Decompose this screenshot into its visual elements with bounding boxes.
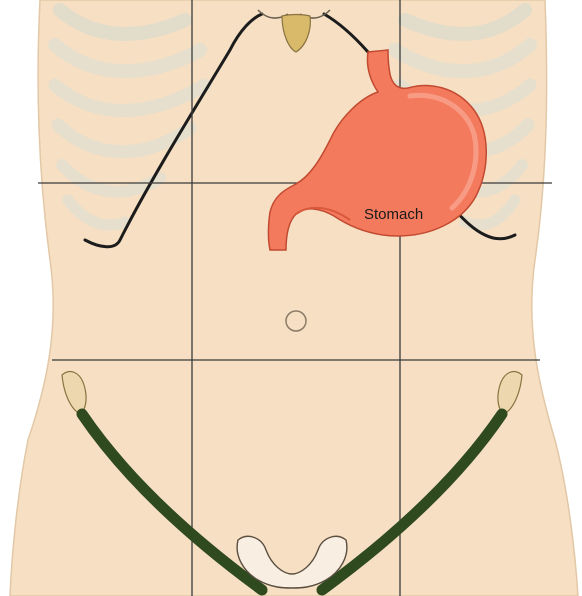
stomach-label: Stomach: [364, 206, 423, 223]
torso-silhouette: [10, 0, 578, 596]
umbilicus: [286, 311, 306, 331]
